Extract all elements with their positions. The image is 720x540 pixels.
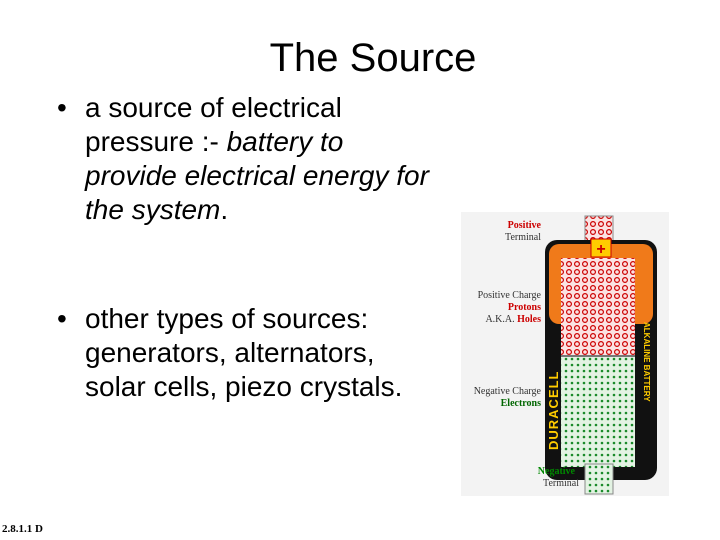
- slide-title: The Source: [269, 36, 477, 80]
- positive-charge-label: Positive Charge: [478, 290, 542, 301]
- bullet-marker: •: [57, 303, 67, 334]
- positive-terminal-label-2: Terminal: [505, 232, 541, 243]
- aka-holes-label: A.K.A. Holes: [485, 314, 541, 325]
- aka-prefix: A.K.A.: [485, 314, 514, 325]
- holes-word: Holes: [517, 314, 541, 325]
- bullet-line: generators, alternators,: [85, 337, 375, 368]
- plus-sign: +: [596, 241, 605, 258]
- negative-terminal-label: Negative: [538, 466, 576, 477]
- positive-charge-region: [561, 258, 635, 356]
- negative-terminal-label-2: Terminal: [543, 478, 579, 489]
- bullet-line: provide electrical energy for: [85, 159, 429, 193]
- negative-terminal-nub: [584, 463, 614, 495]
- protons-label: Protons: [508, 302, 541, 313]
- battery-figure: + DURACELL ALKALINE BATTERY Positive Ter…: [461, 212, 669, 496]
- bullet-line: the system.: [85, 193, 429, 227]
- italic-phrase: the system: [85, 194, 221, 225]
- negative-charge-region: [561, 357, 635, 467]
- plus-sign-box: [590, 238, 612, 258]
- bullet-line: a source of electrical: [85, 92, 342, 123]
- positive-terminal-label: Positive: [508, 220, 542, 231]
- bullet-line: pressure :- battery to: [85, 126, 344, 157]
- bullet-text: other types of sources: generators, alte…: [85, 302, 402, 404]
- electrons-label: Electrons: [501, 398, 541, 409]
- side-text: ALKALINE BATTERY: [642, 322, 651, 402]
- bullet-line: other types of sources:: [85, 303, 369, 334]
- bullet-marker: •: [57, 92, 67, 123]
- battery-diagram: + DURACELL ALKALINE BATTERY Positive Ter…: [474, 215, 657, 495]
- brand-text: DURACELL: [546, 371, 561, 451]
- bullet-line: solar cells, piezo crystals.: [85, 371, 403, 402]
- bullet-text: a source of electrical pressure :- batte…: [85, 91, 429, 227]
- italic-phrase: provide electrical energy for: [85, 160, 429, 191]
- line-suffix: .: [220, 194, 229, 225]
- negative-charge-label: Negative Charge: [474, 386, 542, 397]
- slide-code: 2.8.1.1 D: [2, 523, 43, 535]
- italic-phrase: battery to: [226, 126, 344, 157]
